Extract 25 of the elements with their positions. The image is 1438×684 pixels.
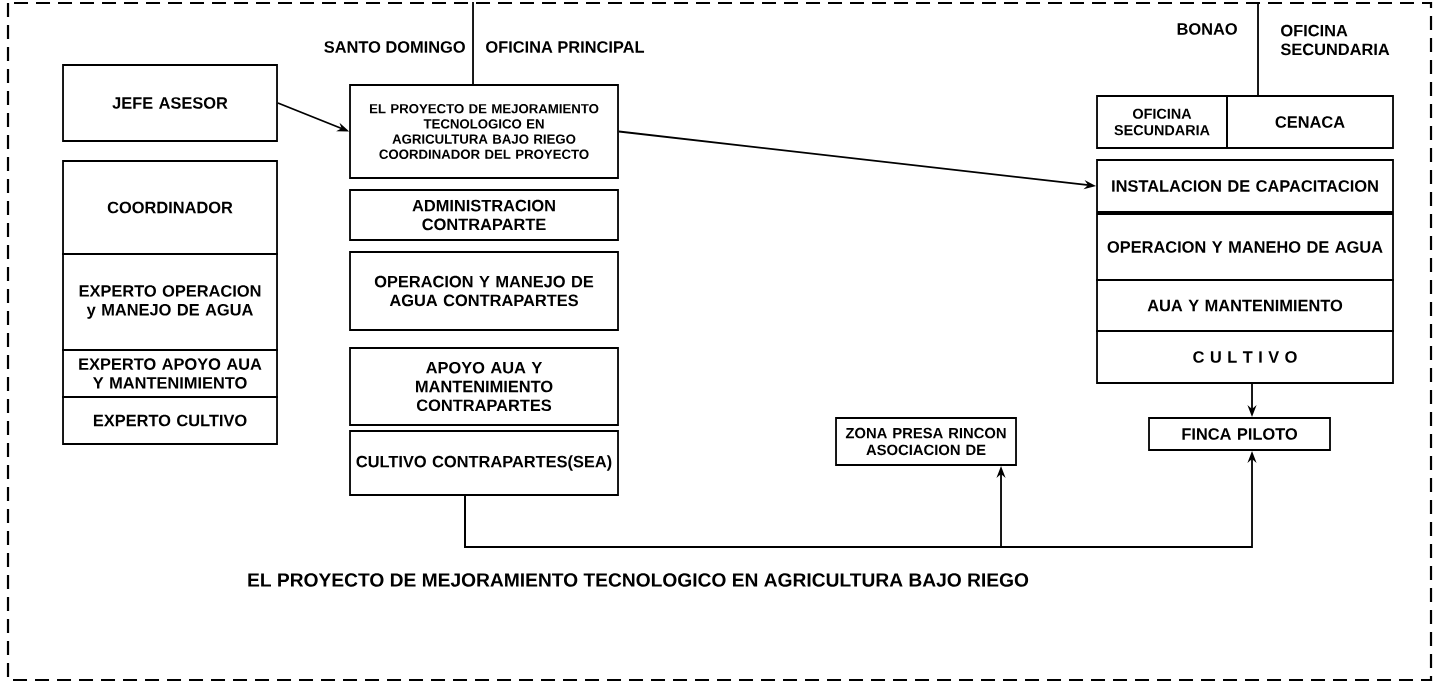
- org-box: JEFE ASESOR: [62, 64, 278, 142]
- org-box: EXPERTO APOYO AUA Y MANTENIMIENTO: [62, 349, 278, 398]
- org-box: AUA Y MANTENIMIENTO: [1096, 279, 1394, 332]
- location-label: OFICINA PRINCIPAL: [486, 41, 645, 53]
- title: EL PROYECTO DE MEJORAMIENTO TECNOLOGICO EN AGRICULTURA BAJO RIEGO: [248, 573, 1029, 587]
- connector-line: [1257, 1, 1259, 96]
- project-box: EL PROYECTO DE MEJORAMIENTO TECNOLOGICO EN AGRICULTURA BAJO RIEGO COORDINADOR DEL PROYECTO: [349, 84, 619, 179]
- org-box: EXPERTO OPERACION y MANEJO DE AGUA: [62, 253, 278, 351]
- org-box: OPERACION Y MANEHO DE AGUA: [1096, 213, 1394, 281]
- org-box: FINCA PILOTO: [1148, 417, 1331, 451]
- org-box: EXPERTO CULTIVO: [62, 396, 278, 445]
- org-box: APOYO AUA Y MANTENIMIENTO CONTRAPARTES: [349, 347, 619, 426]
- location-label: BONAO: [1177, 23, 1237, 35]
- location-label: OFICINA SECUNDARIA: [1280, 24, 1390, 56]
- org-box: ADMINISTRACION CONTRAPARTE: [349, 189, 619, 241]
- org-box: CENACA: [1226, 95, 1394, 149]
- org-box: OFICINA SECUNDARIA: [1096, 95, 1228, 149]
- location-label: SANTO DOMINGO: [324, 41, 465, 53]
- org-box: OPERACION Y MANEJO DE AGUA CONTRAPARTES: [349, 251, 619, 331]
- org-box: CULTIVO CONTRAPARTES(SEA): [349, 430, 619, 496]
- org-box: ZONA PRESA RINCON ASOCIACION DE: [835, 417, 1017, 466]
- org-box: C U L T I V O: [1096, 330, 1394, 384]
- org-box: COORDINADOR: [62, 160, 278, 255]
- connector-line: [472, 1, 474, 85]
- org-box: INSTALACION DE CAPACITACION: [1096, 159, 1394, 213]
